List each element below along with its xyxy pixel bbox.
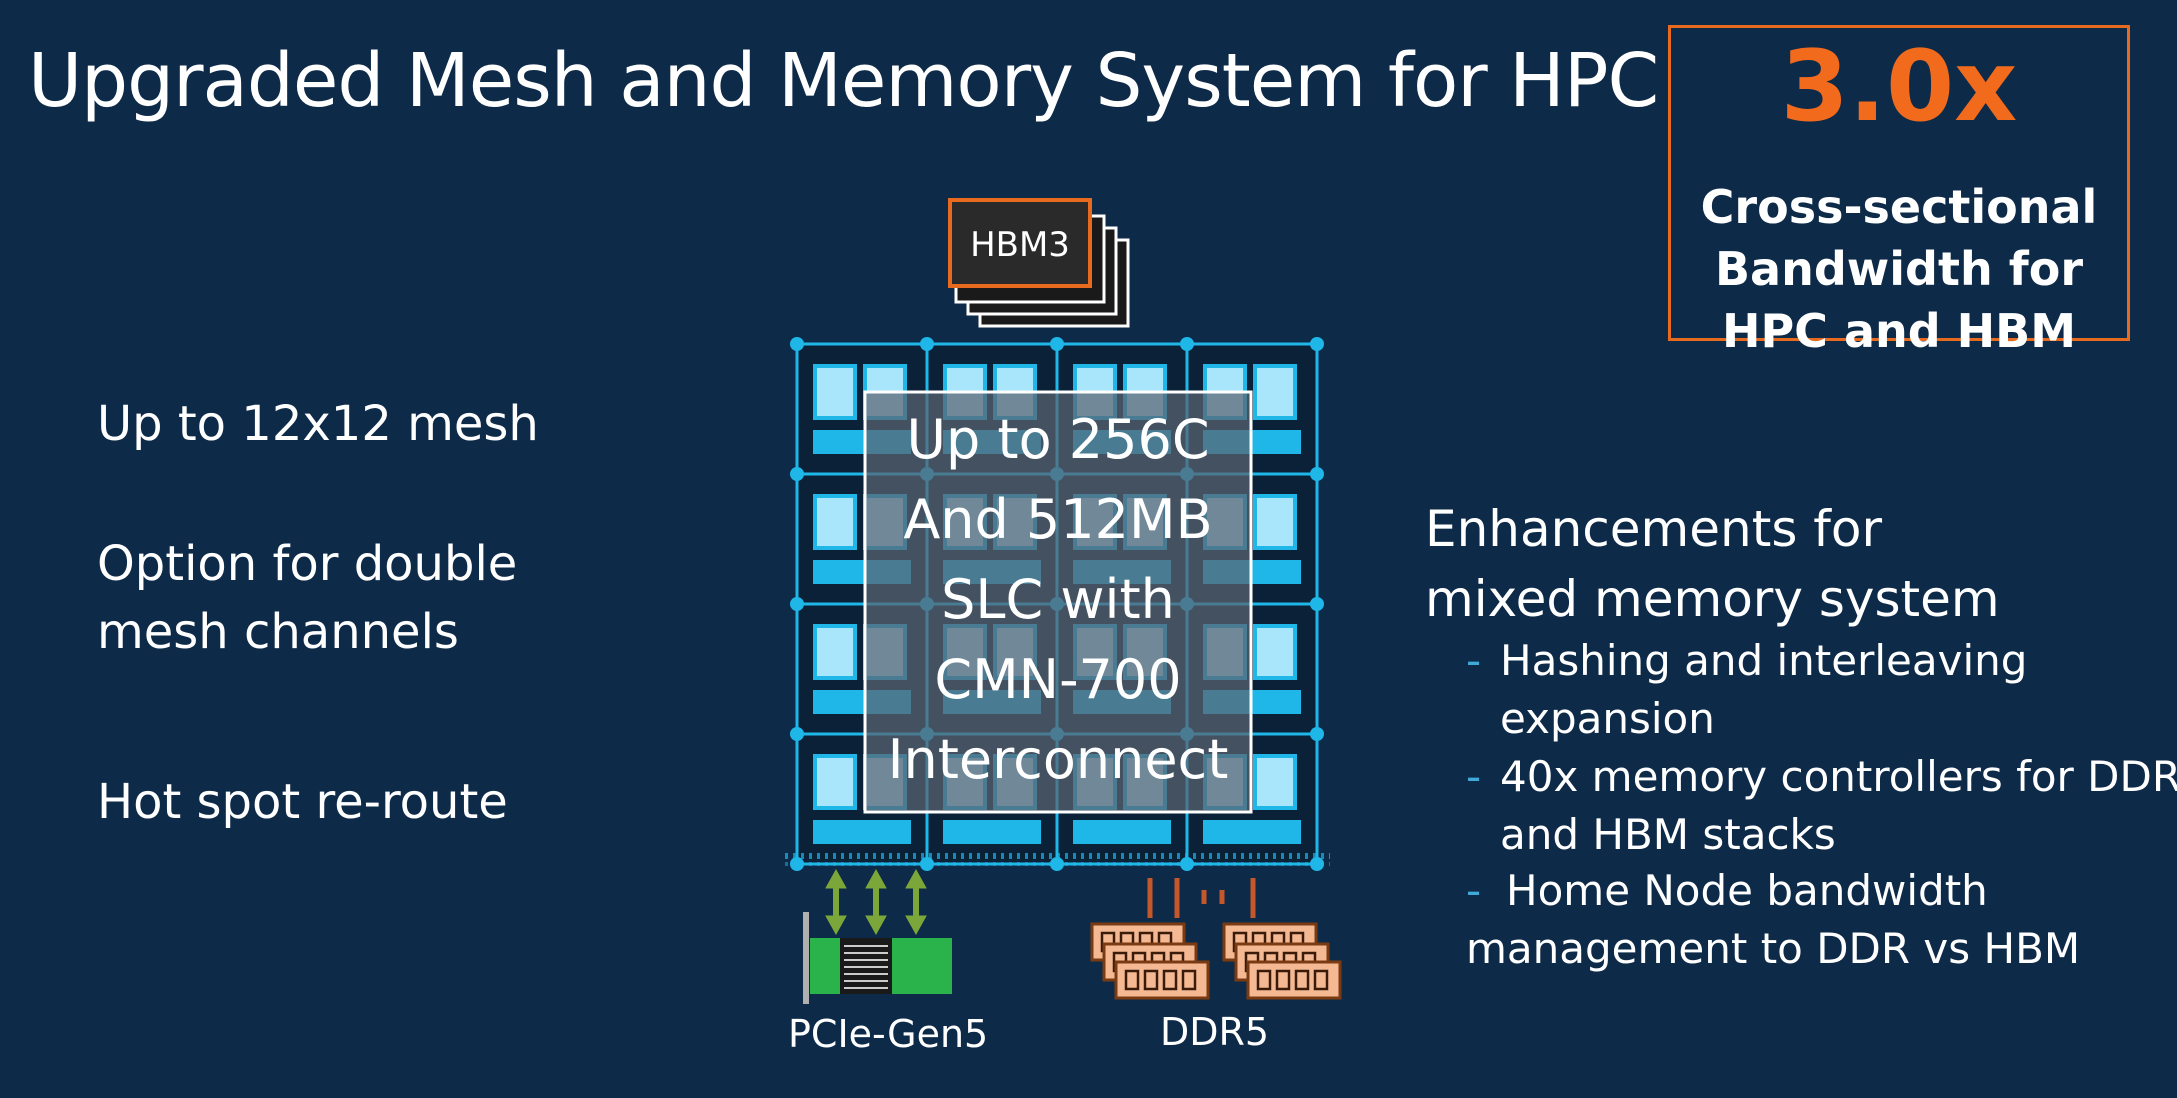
pcie-card-icon: [803, 912, 952, 1004]
chip-overlay: [863, 390, 1253, 814]
pcie-label: PCIe-Gen5: [788, 1012, 989, 1056]
stat-value: 3.0x: [1780, 30, 2018, 144]
ddr-module-icons: [1090, 922, 1342, 1000]
stat-description: Cross-sectional Bandwidth for HPC and HB…: [1700, 180, 2098, 358]
chip-description: Up to 256C And 512MB SLC with CMN-700 In…: [868, 400, 1248, 800]
right-heading: Enhancements for mixed memory system: [1425, 500, 2000, 628]
bullet-item: -Hashing and interleaving expansion: [1466, 636, 2028, 743]
bullet-item: -Home Node bandwidth management to DDR v…: [1466, 866, 2081, 973]
chip-line: And 512MB: [903, 488, 1213, 551]
feature-mesh-size: Up to 12x12 mesh: [97, 396, 539, 452]
slide-title: Upgraded Mesh and Memory System for HPC: [28, 38, 1659, 124]
ddr-links: [1147, 878, 1256, 918]
chip-line: SLC with: [941, 568, 1175, 631]
chip-line: Interconnect: [887, 728, 1229, 791]
feature-hotspot: Hot spot re-route: [97, 774, 508, 830]
hbm-label: HBM3: [970, 225, 1070, 265]
hbm-stack-icon: [948, 198, 1130, 328]
stat-callout-box: 3.0x Cross-sectional Bandwidth for HPC a…: [1668, 25, 2130, 358]
feature-double-mesh: Option for double mesh channels: [97, 536, 518, 660]
chip-line: Up to 256C: [906, 408, 1210, 471]
chip-line: CMN-700: [934, 648, 1182, 711]
ddr-label: DDR5: [1160, 1010, 1270, 1054]
pcie-arrows-icon: [825, 868, 927, 936]
bullet-item: -40x memory controllers for DDR and HBM …: [1466, 752, 2177, 859]
